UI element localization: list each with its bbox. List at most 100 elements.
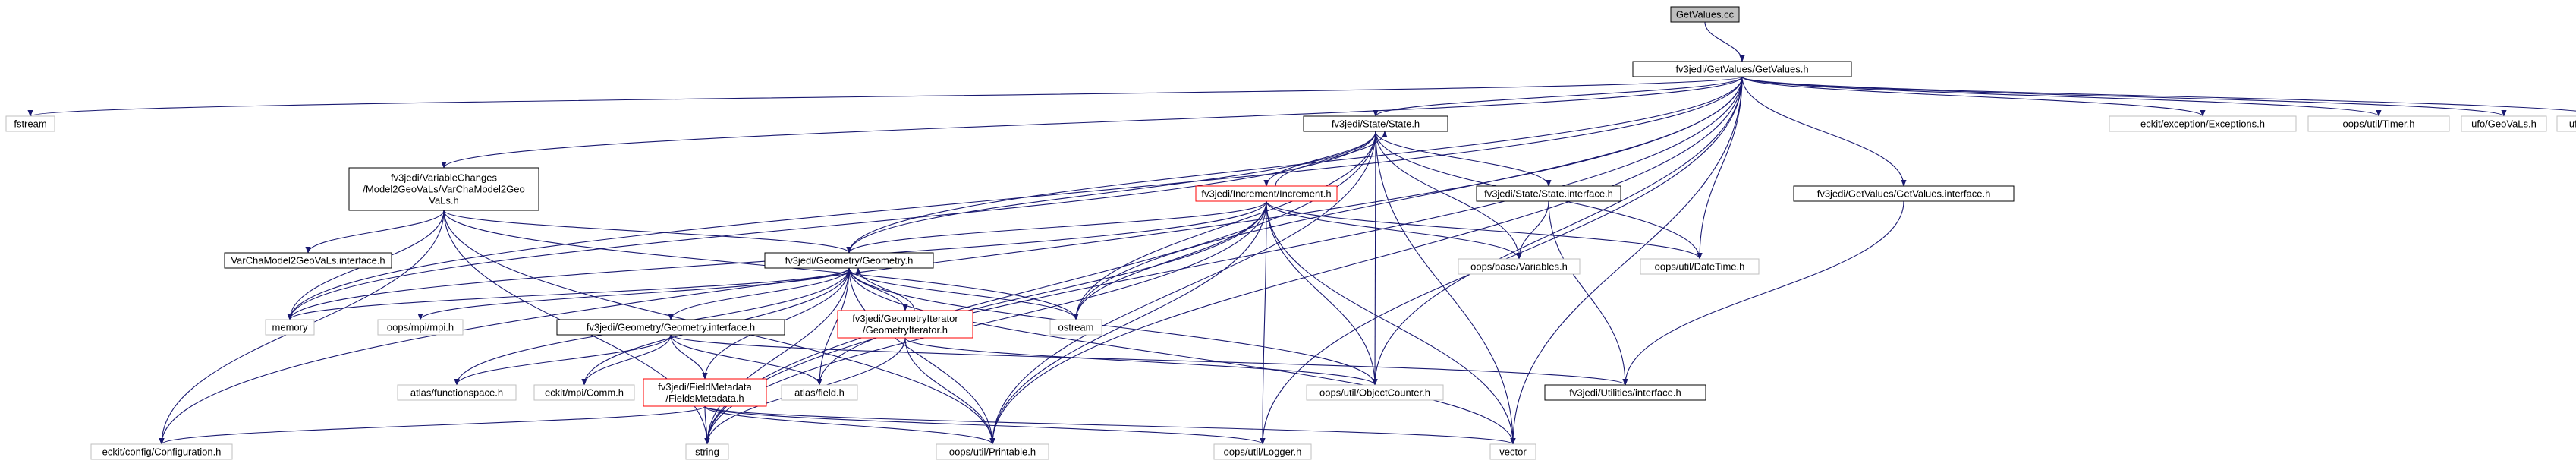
node-label-fieldmeta: fv3jedi/FieldMetadata — [658, 381, 752, 393]
node-datetime: oops/util/DateTime.h — [1640, 258, 1760, 275]
node-variables: oops/base/Variables.h — [1458, 258, 1581, 275]
node-varchainterface[interactable]: VarChaModel2GeoVaLs.interface.h — [224, 252, 392, 269]
node-funcspace: atlas/functionspace.h — [397, 384, 517, 401]
node-label-varcha: fv3jedi/VariableChanges — [391, 172, 497, 184]
node-box-timer — [2307, 115, 2450, 132]
node-label-string: string — [695, 446, 719, 458]
node-box-stateinterface — [1476, 185, 1621, 202]
node-box-varcha — [348, 167, 539, 211]
edge-geom-to-printable — [848, 267, 995, 445]
node-label-comm: eckit/mpi/Comm.h — [545, 387, 624, 399]
node-gvh[interactable]: fv3jedi/GetValues/GetValues.h — [1632, 61, 1852, 77]
node-box-fieldmeta — [643, 378, 767, 407]
node-box-root — [1670, 6, 1740, 23]
edge-gvh-to-vector — [1510, 76, 1743, 445]
edge-gvh-to-gvinterface — [1741, 76, 1907, 187]
edge-stateh-to-stateinterface — [1375, 131, 1552, 187]
node-label-incr: fv3jedi/Increment/Increment.h — [1201, 188, 1331, 200]
node-label-geomiter: fv3jedi/GeometryIterator — [852, 313, 958, 324]
edge-gvh-to-objcounter — [1372, 76, 1743, 386]
node-box-geovals — [2461, 115, 2547, 132]
edge-varcha-to-varchainterface — [305, 210, 445, 254]
node-logger: oops/util/Logger.h — [1213, 443, 1312, 460]
edge-geominterface-to-comm — [581, 334, 672, 386]
node-varcha[interactable]: fv3jedi/VariableChanges/Model2GeoVaLs/Va… — [348, 167, 539, 211]
node-box-variables — [1458, 258, 1581, 275]
edge-incr-to-string — [704, 200, 1267, 445]
edge-stateh-to-printable — [989, 131, 1376, 445]
node-label-gvh: fv3jedi/GetValues/GetValues.h — [1675, 64, 1808, 75]
node-label-funcspace: atlas/functionspace.h — [410, 387, 503, 399]
node-utilinterface[interactable]: fv3jedi/Utilities/interface.h — [1544, 384, 1706, 401]
node-label-printable: oops/util/Printable.h — [949, 446, 1036, 458]
edge-fieldmeta-to-printable — [704, 405, 995, 445]
node-incr[interactable]: fv3jedi/Increment/Increment.h — [1195, 185, 1338, 202]
edge-geomiter-to-printable — [904, 337, 995, 445]
node-box-geom — [764, 252, 934, 269]
edge-gvh-to-datetime — [1697, 76, 1743, 260]
edge-fieldmeta-to-logger — [704, 405, 1266, 445]
edge-stateh-to-memory — [287, 131, 1376, 320]
node-stateinterface[interactable]: fv3jedi/State/State.interface.h — [1476, 185, 1621, 202]
node-box-funcspace — [397, 384, 517, 401]
edge-incr-to-logger — [1260, 200, 1267, 445]
edge-geominterface-to-atlasfield — [670, 334, 822, 386]
edge-geom-to-geominterface — [668, 267, 850, 320]
node-label-timer: oops/util/Timer.h — [2343, 118, 2415, 130]
node-label-mpi: oops/mpi/mpi.h — [387, 322, 454, 333]
edge-gvh-to-ostream — [1073, 76, 1743, 320]
node-box-stateh — [1303, 115, 1448, 132]
node-geovals: ufo/GeoVaLs.h — [2461, 115, 2547, 132]
node-box-config — [90, 443, 233, 460]
edge-stateh-to-objcounter — [1372, 131, 1378, 386]
node-label-locations: ufo/Locations.h — [2569, 118, 2576, 130]
node-printable: oops/util/Printable.h — [936, 443, 1049, 460]
edge-geominterface-to-utilinterface — [670, 334, 1628, 386]
edge-geomiter-to-geom — [855, 267, 915, 311]
node-box-objcounter — [1306, 384, 1444, 401]
node-label-varcha: VaLs.h — [429, 195, 459, 207]
edge-stateh-to-variables — [1375, 131, 1522, 260]
edge-geom-to-string — [704, 267, 850, 445]
edge-incr-to-geom — [846, 200, 1267, 254]
node-vector: vector — [1489, 443, 1536, 460]
node-string: string — [685, 443, 729, 460]
node-box-incr — [1195, 185, 1338, 202]
node-geominterface[interactable]: fv3jedi/Geometry/Geometry.interface.h — [556, 319, 785, 336]
edge-gvh-to-varcha — [441, 76, 1743, 169]
node-label-fstream: fstream — [14, 118, 46, 130]
edge-gvh-to-exceptions — [1741, 76, 2206, 117]
node-fieldmeta[interactable]: fv3jedi/FieldMetadata/FieldsMetadata.h — [643, 378, 767, 407]
node-geomiter[interactable]: fv3jedi/GeometryIterator/GeometryIterato… — [837, 310, 973, 339]
edge-fieldmeta-to-string — [704, 405, 710, 445]
node-root[interactable]: GetValues.cc — [1670, 6, 1740, 23]
node-label-vector: vector — [1499, 446, 1527, 458]
node-box-printable — [936, 443, 1049, 460]
edge-gvh-to-fstream — [28, 76, 1743, 117]
edge-geom-to-mpi — [417, 267, 850, 320]
node-label-geovals: ufo/GeoVaLs.h — [2471, 118, 2537, 130]
node-mpi: oops/mpi/mpi.h — [377, 319, 464, 336]
node-label-root: GetValues.cc — [1676, 9, 1735, 21]
edge-gvh-to-config — [159, 76, 1743, 445]
node-box-locations — [2556, 115, 2576, 132]
node-label-config: eckit/config/Configuration.h — [102, 446, 222, 458]
edge-incr-to-objcounter — [1266, 200, 1378, 386]
node-memory: memory — [265, 319, 315, 336]
node-label-logger: oops/util/Logger.h — [1224, 446, 1302, 458]
edge-layer — [28, 21, 2576, 445]
node-geom[interactable]: fv3jedi/Geometry/Geometry.h — [764, 252, 934, 269]
node-exceptions: eckit/exception/Exceptions.h — [2109, 115, 2297, 132]
edge-incr-to-printable — [989, 200, 1267, 445]
node-box-string — [685, 443, 729, 460]
node-stateh[interactable]: fv3jedi/State/State.h — [1303, 115, 1448, 132]
edge-incr-to-stateh — [1275, 131, 1388, 187]
node-gvinterface[interactable]: fv3jedi/GetValues/GetValues.interface.h — [1793, 185, 2015, 202]
edge-varcha-to-ostream — [443, 210, 1079, 320]
edge-incr-to-atlasfield — [816, 200, 1267, 386]
edge-gvh-to-locations — [1741, 76, 2576, 112]
node-label-varchainterface: VarChaModel2GeoVaLs.interface.h — [231, 255, 385, 267]
edge-gvh-to-geom — [846, 76, 1743, 254]
node-label-geomiter: /GeometryIterator.h — [863, 324, 948, 336]
node-label-utilinterface: fv3jedi/Utilities/interface.h — [1569, 387, 1681, 399]
